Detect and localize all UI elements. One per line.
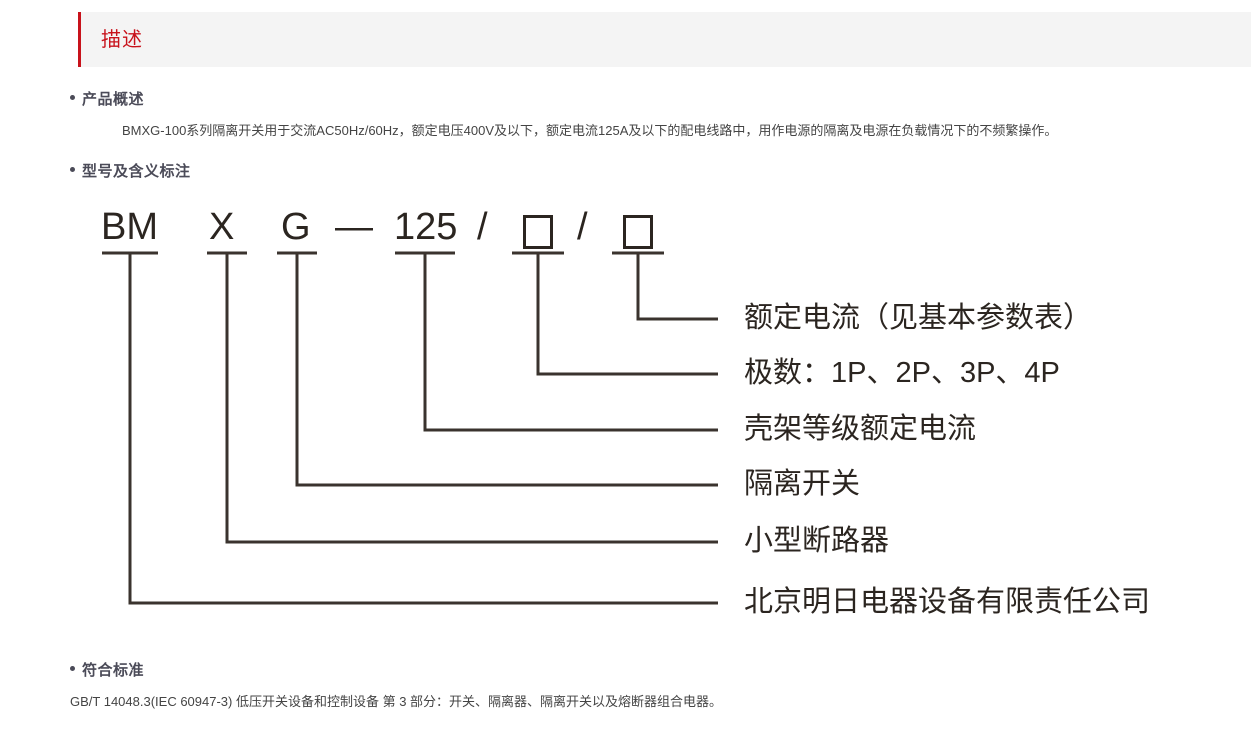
- code-segment-g: G: [281, 206, 311, 248]
- code-segment-dash: —: [335, 206, 373, 248]
- leader-label-poles: 极数：1P、2P、3P、4P: [744, 357, 1060, 389]
- description-banner: 描述: [78, 12, 1251, 67]
- bullet-icon: [70, 665, 75, 671]
- bullet-icon: [70, 94, 75, 100]
- page-title: 描述: [101, 29, 143, 51]
- leader-label-rated-current: 额定电流（见基本参数表）: [744, 302, 1093, 334]
- heading-compliance-standard: 符合标准: [70, 659, 144, 680]
- paragraph-product-overview: BMXG-100系列隔离开关用于交流AC50Hz/60Hz，额定电压400V及以…: [122, 123, 1058, 138]
- leader-lines: [102, 251, 718, 605]
- leader-label-isolating-switch: 隔离开关: [744, 468, 861, 500]
- code-segment-bm: BM: [101, 206, 158, 248]
- code-segment-box-poles: [523, 215, 553, 249]
- model-designation-diagram: BM X G — 125 / / 额定电流（见基本参数表） 极数：1P、2P、3…: [0, 195, 1251, 635]
- leader-label-company: 北京明日电器设备有限责任公司: [744, 586, 1151, 618]
- heading-product-overview: 产品概述: [70, 88, 144, 109]
- code-segment-slash-2: /: [577, 206, 588, 248]
- code-segment-box-current: [623, 215, 653, 249]
- leader-label-frame-current: 壳架等级额定电流: [744, 413, 977, 445]
- heading-product-overview-label: 产品概述: [82, 91, 145, 108]
- leader-label-mini-breaker: 小型断路器: [744, 525, 890, 557]
- code-segment-125: 125: [394, 206, 458, 248]
- heading-model-designation: 型号及含义标注: [70, 160, 191, 181]
- code-segment-slash-1: /: [477, 206, 488, 248]
- code-segment-x: X: [209, 206, 235, 248]
- heading-compliance-standard-label: 符合标准: [82, 662, 145, 679]
- heading-model-designation-label: 型号及含义标注: [82, 163, 191, 180]
- paragraph-compliance-standard: GB/T 14048.3(IEC 60947-3) 低压开关设备和控制设备 第 …: [70, 694, 723, 709]
- bullet-icon: [70, 166, 75, 172]
